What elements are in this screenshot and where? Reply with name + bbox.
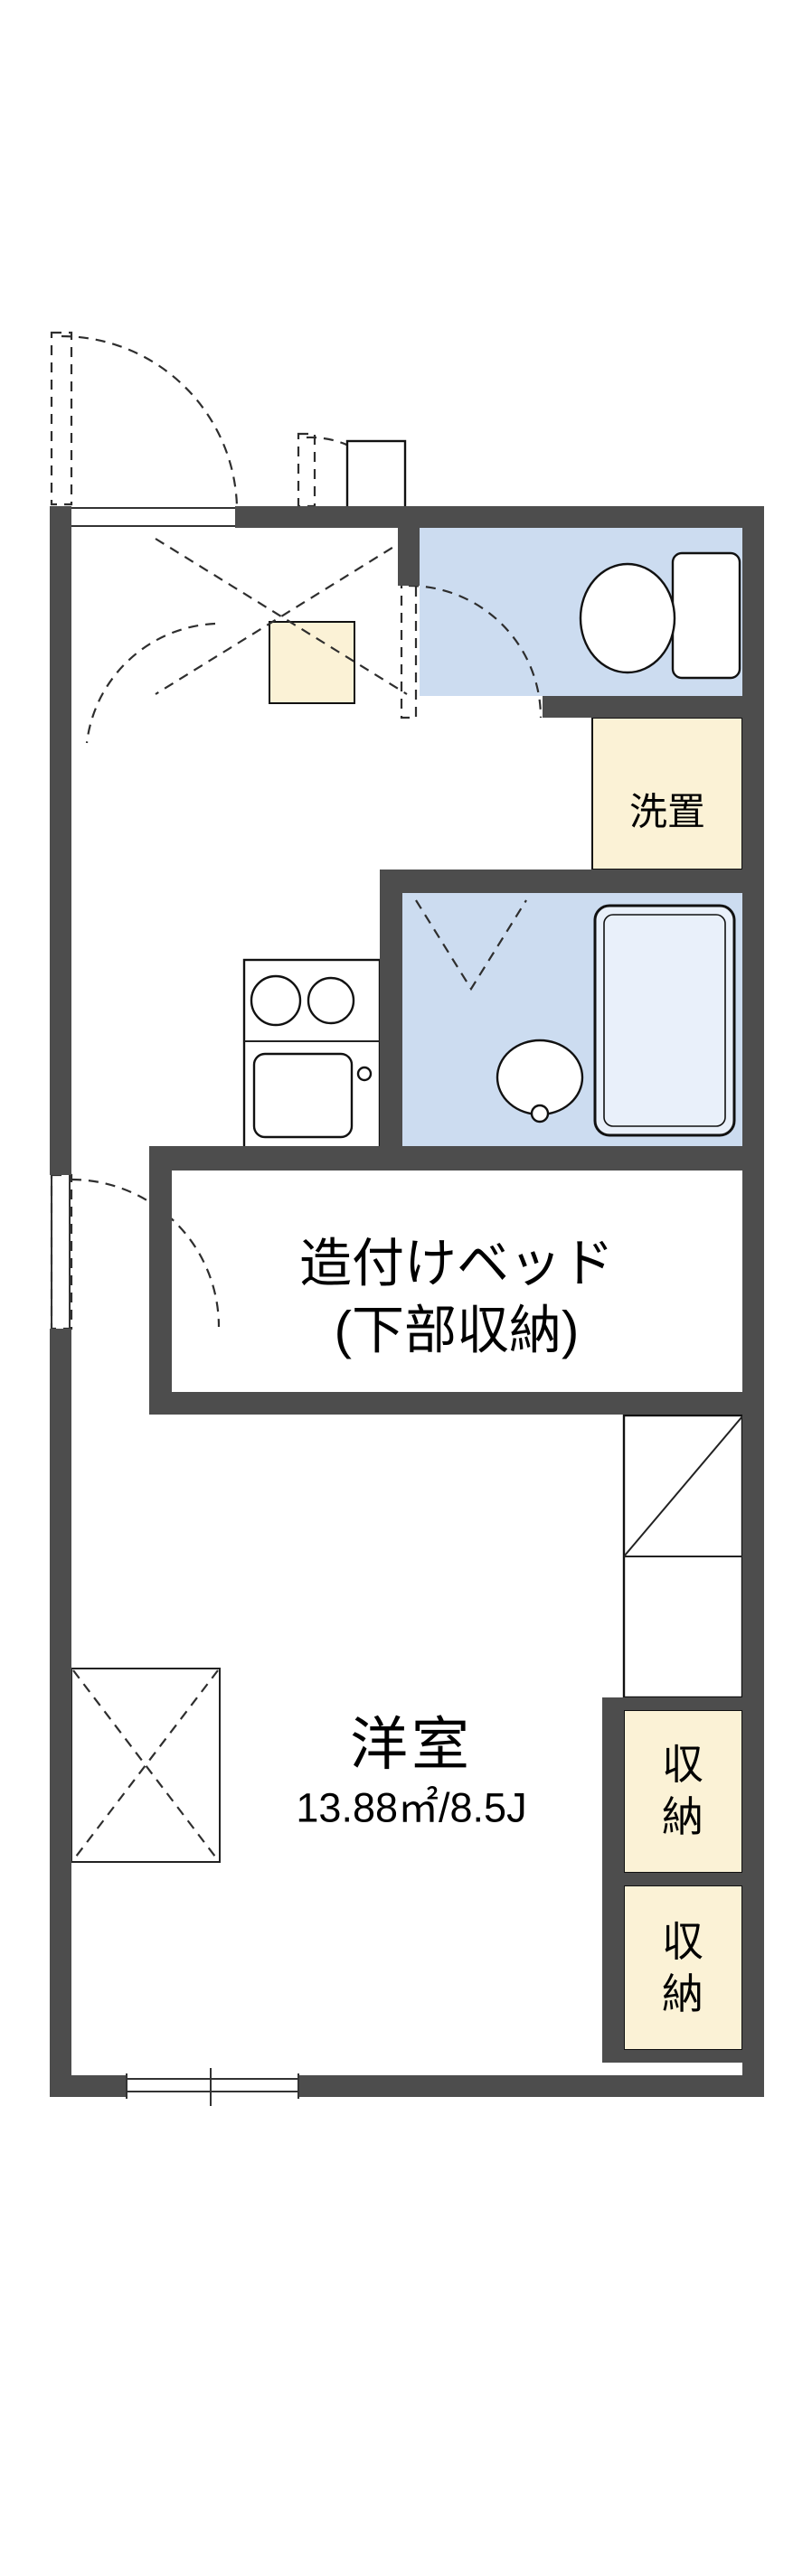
burner-left	[250, 974, 302, 1027]
wall-storage-bottom	[602, 2050, 764, 2063]
window-icon	[126, 2068, 299, 2106]
room-door-opening	[51, 1175, 71, 1329]
bathtub-outer	[593, 904, 736, 1137]
storage-upper-char2: 納	[662, 1793, 703, 1840]
labels: 洗置 造付けベッド (下部収納) 洋室 13.88㎡/8.5J 収 納 収 納	[296, 791, 705, 2018]
window-ticks	[126, 2068, 299, 2106]
entrance-threshold	[71, 507, 235, 527]
wall-bath-top	[380, 870, 764, 893]
bathtub-inner	[603, 914, 726, 1127]
storage-label-upper: 収 納	[662, 1741, 703, 1840]
closet-icon	[622, 1414, 744, 1699]
bath-folding-door-icon	[415, 899, 527, 992]
wall-right	[742, 506, 764, 2097]
storage-box-upper	[623, 1709, 743, 1874]
storage-label-lower: 収 納	[662, 1918, 703, 2017]
room-name-label: 洋室	[350, 1712, 473, 1777]
room-door-leaf-icon	[50, 1173, 73, 1330]
toilet-icon	[579, 551, 741, 680]
toilet-tank	[671, 551, 741, 680]
toilet-door-swing-icon	[408, 584, 543, 719]
wall-bed-bottom	[149, 1392, 764, 1415]
wall-toilet-left-stub	[398, 528, 420, 586]
wall-bed-top	[149, 1146, 764, 1170]
entrance-door-swing-icon	[61, 334, 239, 507]
wall-bottom-left	[50, 2075, 127, 2097]
burner-right	[307, 976, 355, 1025]
toilet-door-leaf-icon	[400, 582, 418, 719]
meter-box-icon	[345, 439, 407, 510]
bed-label-line2: (下部収納)	[335, 1302, 580, 1360]
fixtures	[71, 439, 744, 1863]
room-area-label: 13.88㎡/8.5J	[296, 1785, 526, 1831]
toilet-bowl	[579, 562, 676, 674]
shoe-cabinet-box	[269, 621, 355, 704]
walls	[50, 506, 764, 2097]
storage-box-lower	[623, 1885, 743, 2051]
wall-bed-left	[149, 1146, 172, 1415]
sink-faucet	[356, 1066, 373, 1082]
stove-icon	[250, 974, 355, 1027]
entrance-door-leaf-icon	[50, 331, 73, 506]
wall-storage-top	[602, 1697, 764, 1710]
window-glass-lines	[127, 2078, 298, 2092]
storage-lower-char2: 納	[662, 1970, 703, 2017]
storage-lower-char1: 収	[662, 1918, 703, 1965]
wash-basin-icon	[496, 1039, 584, 1123]
bathtub-icon	[593, 904, 736, 1137]
room-door-swing-icon	[71, 1178, 221, 1328]
wall-bottom-right	[298, 2075, 764, 2097]
wall-storage-mid	[602, 1873, 764, 1885]
wall-bath-left	[380, 870, 402, 1146]
wall-under-toilet	[543, 696, 764, 718]
washer-space-label: 洗置	[629, 791, 705, 833]
bed-label-line1: 造付けベッド	[299, 1235, 614, 1293]
kitchen-sink-icon	[252, 1052, 373, 1139]
window-side-counter	[71, 1668, 221, 1863]
openings	[51, 507, 299, 2106]
kitchen-counter	[242, 958, 382, 1150]
counter-cross-marker-icon	[72, 1669, 219, 1861]
hall-door-swing-icon	[85, 622, 216, 744]
wall-top	[235, 506, 764, 528]
sink-basin	[252, 1052, 354, 1139]
closet-diagonal-line	[623, 1415, 743, 1557]
entrance-cross-marker-icon	[155, 538, 408, 695]
basin-bowl	[496, 1039, 584, 1116]
wall-left-lower	[50, 1329, 71, 2097]
storage-upper-char1: 収	[662, 1741, 703, 1788]
wall-left-upper	[50, 506, 71, 1175]
basin-drain	[530, 1104, 550, 1123]
porch-door-leaf-icon	[297, 432, 316, 508]
